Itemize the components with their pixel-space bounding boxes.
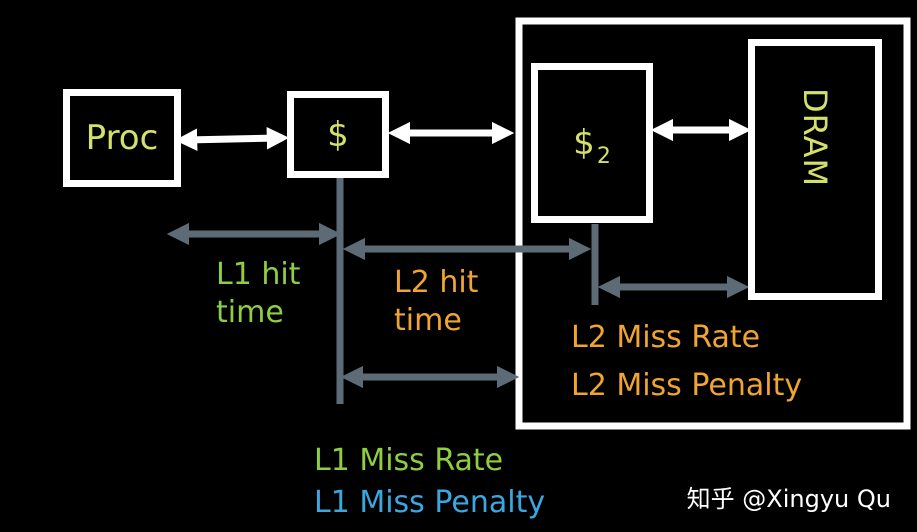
l2-miss-penalty-label: L2 Miss Penalty [571,368,803,403]
l2-miss-labels: L2 Miss Rate L2 Miss Penalty [571,314,802,410]
l1-hit-time-label: L1 hit time [216,256,300,331]
l2-miss-rate-label: L2 Miss Rate [571,320,761,355]
l2-cache-label: $2 [573,123,611,169]
l2-cache-box: $2 [531,63,653,223]
proc-box: Proc [63,89,181,187]
dram-box: DRAM [748,39,882,300]
proc-label: Proc [85,118,159,158]
l2-hit-time-line1: L2 hit [394,265,479,300]
l1-miss-penalty-label: L1 Miss Penalty [314,485,546,520]
l1-hit-time-line2: time [216,294,284,330]
l1-hit-time-line1: L1 hit [216,257,301,292]
dram-label: DRAM [796,88,834,188]
l1-cache-box: $ [287,91,389,178]
watermark: 知乎 @Xingyu Qu [686,485,891,513]
l2-cache-subscript: 2 [596,144,611,169]
proc-l1-arrow [174,127,290,151]
l2-hit-time-label: L2 hit time [394,264,478,339]
l1-miss-rate-label: L1 Miss Rate [314,443,504,478]
l1-cache-label: $ [327,114,349,155]
l2-cache-symbol: $ [573,123,595,163]
l1-miss-labels: L1 Miss Rate L1 Miss Penalty [314,440,545,524]
l2-enclosure [515,17,911,430]
l2-hit-time-line2: time [394,302,462,338]
